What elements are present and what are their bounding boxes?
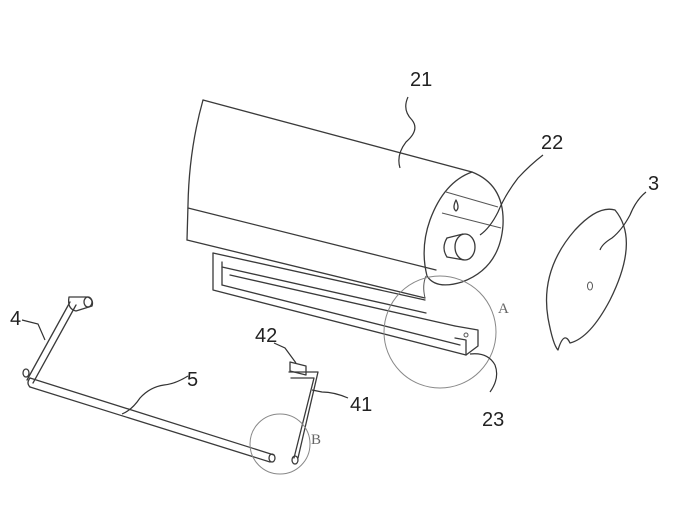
bottom-rail bbox=[212, 252, 479, 356]
leader-lines bbox=[21, 96, 647, 415]
shaft-hole bbox=[443, 233, 476, 261]
label-4: 4 bbox=[10, 308, 21, 330]
label-23: 23 bbox=[482, 409, 504, 431]
label-3: 3 bbox=[648, 173, 659, 195]
label-41: 41 bbox=[350, 394, 372, 416]
detail-b-label: B bbox=[311, 432, 321, 448]
label-22: 22 bbox=[541, 132, 563, 154]
crank-assembly bbox=[22, 296, 319, 465]
label-42: 42 bbox=[255, 325, 277, 347]
detail-a-label: A bbox=[498, 301, 509, 317]
label-21: 21 bbox=[410, 69, 432, 91]
detail-circle-a bbox=[383, 275, 497, 389]
detail-circle-b bbox=[249, 413, 311, 475]
end-cover bbox=[545, 208, 628, 351]
label-5: 5 bbox=[187, 369, 198, 391]
cylinder-housing bbox=[186, 99, 504, 299]
